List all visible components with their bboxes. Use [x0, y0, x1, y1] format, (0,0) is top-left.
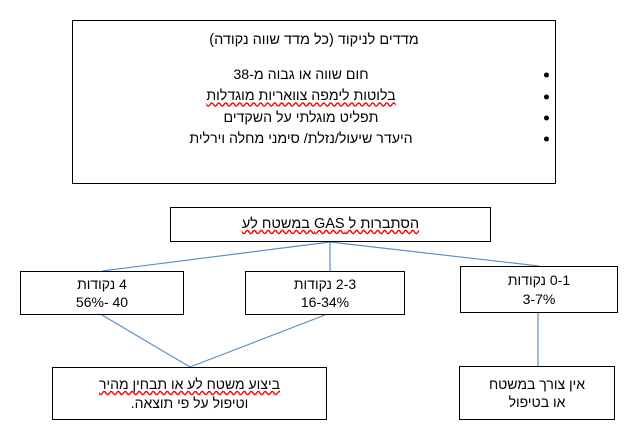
action-line-1: אין צורך במשטח — [488, 375, 586, 392]
connector-score23-to-swab — [189, 314, 326, 368]
action-line-2: או בטיפול — [508, 394, 566, 410]
score-points-label: 2-3 נקודות — [293, 275, 357, 292]
probability-box: הסתברות ל GAS במשטח לע — [170, 207, 491, 242]
connector-prob-to-score4 — [101, 241, 331, 272]
criteria-item-fever: חום שווה או גבוה מ-38 — [73, 66, 549, 85]
probability-label: הסתברות ל GAS במשטח לע — [241, 215, 420, 232]
connector-score4-to-swab — [101, 314, 191, 368]
bullet-icon — [544, 94, 549, 100]
criteria-heading: מדדים לניקוד (כל מדד שווה נקודה) — [209, 32, 419, 48]
criteria-item-label: היעדר שיעול/נזלת/ סימני מחלה וירלית — [189, 130, 413, 147]
action-box-perform-swab: ביצוע משטח לע או תבחין מהיר וטיפול על פי… — [52, 367, 327, 420]
action-line-1: ביצוע משטח לע או תבחין מהיר — [99, 376, 280, 393]
bullet-icon — [544, 136, 549, 142]
criteria-item-lymph-nodes: בלוטות לימפה צוואריות מוגדלות — [73, 87, 549, 106]
criteria-item-label: תפליט מוגלתי על השקדים — [223, 109, 379, 126]
criteria-item-no-viral-signs: היעדר שיעול/נזלת/ סימני מחלה וירלית — [73, 130, 549, 149]
score-points-label: 4 נקודות — [77, 275, 127, 292]
criteria-list: חום שווה או גבוה מ-38 בלוטות לימפה צוואר… — [73, 66, 555, 151]
score-percent-label: 16-34% — [300, 294, 350, 310]
score-box-4-points: 4 נקודות 40 -56% — [20, 271, 184, 315]
connector-prob-to-score01 — [329, 241, 540, 267]
action-line-2: וטיפול על פי תוצאה. — [130, 394, 249, 411]
score-percent-label: 40 -56% — [75, 294, 129, 310]
criteria-box: מדדים לניקוד (כל מדד שווה נקודה) חום שוו… — [72, 20, 556, 184]
score-box-0-1-points: 0-1 נקודות 3-7% — [460, 266, 618, 313]
criteria-item-tonsillar-exudate: תפליט מוגלתי על השקדים — [73, 109, 549, 128]
criteria-item-label: חום שווה או גבוה מ-38 — [233, 67, 369, 84]
bullet-icon — [544, 72, 549, 78]
score-percent-label: 3-7% — [522, 290, 556, 307]
score-box-2-3-points: 2-3 נקודות 16-34% — [245, 271, 405, 315]
action-box-no-treatment: אין צורך במשטח או בטיפול — [459, 366, 615, 420]
score-points-label: 0-1 נקודות — [507, 272, 571, 289]
criteria-item-label: בלוטות לימפה צוואריות מוגדלות — [206, 88, 396, 105]
bullet-icon — [544, 115, 549, 121]
